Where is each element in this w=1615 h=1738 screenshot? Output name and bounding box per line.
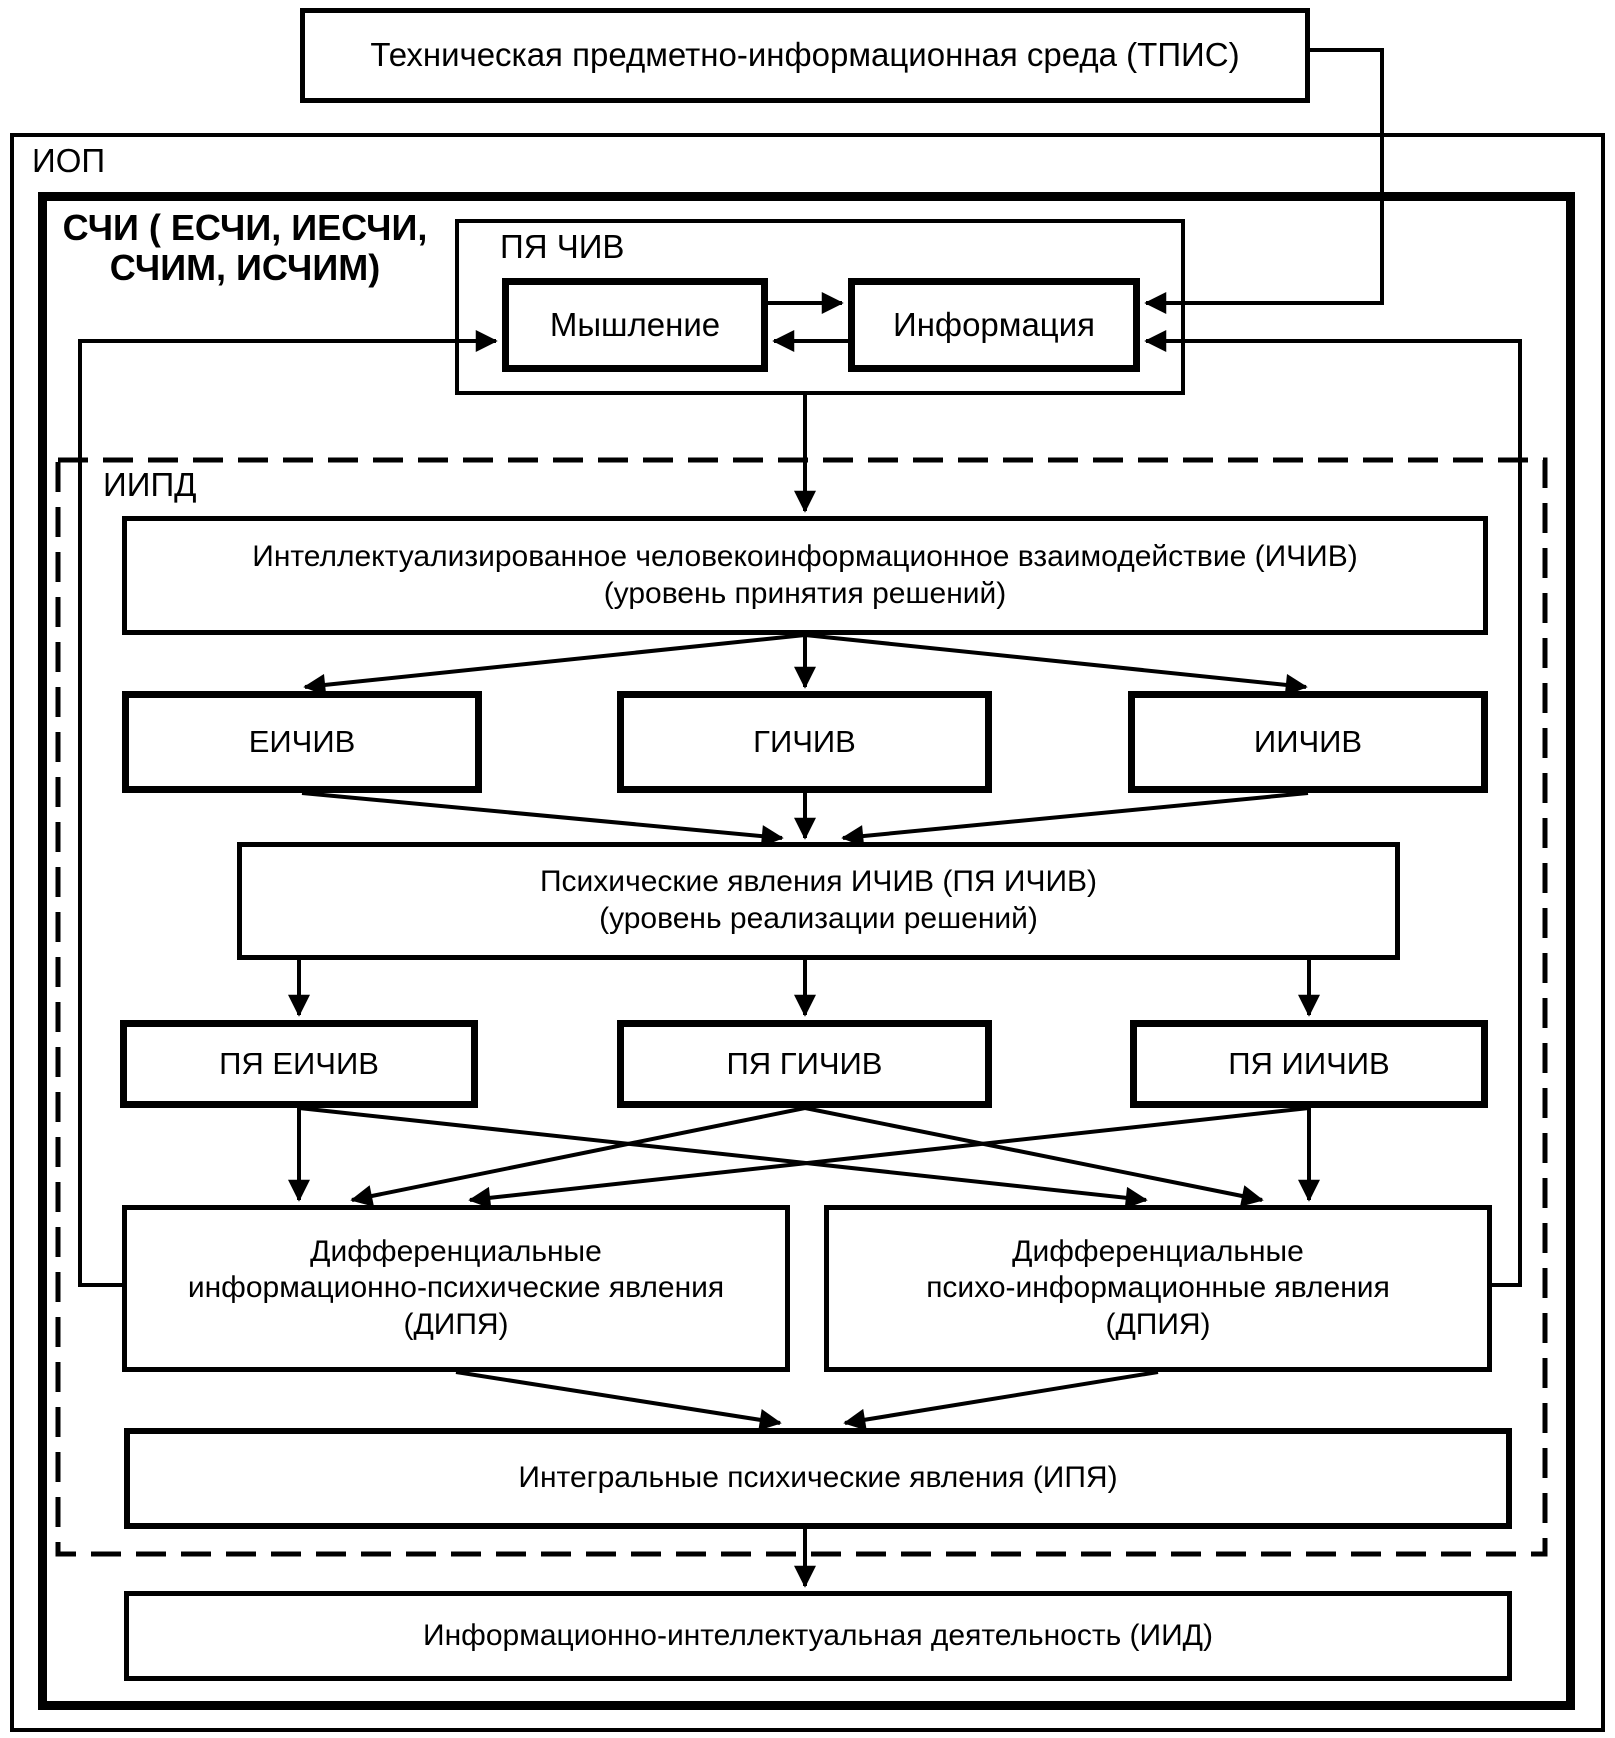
ipya-box: Интегральные психические явления (ИПЯ) bbox=[124, 1428, 1512, 1529]
dpiya-box: Дифференциальные психо-информационные яв… bbox=[824, 1205, 1492, 1372]
pya-gichiv-box: ПЯ ГИЧИВ bbox=[617, 1020, 992, 1108]
iid-box: Информационно-интеллектуальная деятельно… bbox=[124, 1591, 1512, 1681]
myshlenie-box: Мышление bbox=[502, 278, 768, 372]
dipya-label-line3: (ДИПЯ) bbox=[403, 1307, 509, 1341]
pya-iichiv-label: ПЯ ИИЧИВ bbox=[1228, 1046, 1390, 1082]
dpiya-label-line2: психо-информационные явления bbox=[926, 1271, 1390, 1305]
ipya-label: Интегральные психические явления (ИПЯ) bbox=[518, 1461, 1118, 1495]
eichiv-box: ЕИЧИВ bbox=[122, 691, 482, 793]
schi-label: СЧИ ( ЕСЧИ, ИЕСЧИ, СЧИМ, ИСЧИМ) bbox=[58, 207, 432, 289]
pya-chiv-frame bbox=[455, 219, 1185, 395]
myshlenie-label: Мышление bbox=[549, 305, 721, 343]
pya-eichiv-label: ПЯ ЕИЧИВ bbox=[219, 1046, 379, 1082]
ichiv-box: Интеллектуализированное человекоинформац… bbox=[122, 516, 1488, 635]
dpiya-label-line1: Дифференциальные bbox=[1012, 1234, 1304, 1268]
iichiv-box: ИИЧИВ bbox=[1128, 691, 1488, 793]
ichiv-label-line1: Интеллектуализированное человекоинформац… bbox=[252, 539, 1358, 573]
pya-ichiv-label-line2: (уровень реализации решений) bbox=[599, 902, 1038, 935]
informatsiya-box: Информация bbox=[848, 278, 1140, 372]
pya-chiv-label: ПЯ ЧИВ bbox=[500, 228, 625, 265]
tpis-box: Техническая предметно-информационная сре… bbox=[300, 8, 1310, 103]
schi-label-line2: СЧИМ, ИСЧИМ) bbox=[109, 247, 381, 289]
dipya-box: Дифференциальные информационно-психическ… bbox=[122, 1205, 790, 1372]
iipd-label: ИИПД bbox=[103, 466, 197, 503]
iop-frame bbox=[10, 133, 1605, 1732]
pya-ichiv-box: Психические явления ИЧИВ (ПЯ ИЧИВ) (уров… bbox=[237, 842, 1400, 960]
pya-eichiv-box: ПЯ ЕИЧИВ bbox=[120, 1020, 478, 1108]
informatsiya-label: Информация bbox=[892, 305, 1096, 343]
schi-label-line1: СЧИ ( ЕСЧИ, ИЕСЧИ, bbox=[62, 207, 428, 248]
dpiya-label-line3: (ДПИЯ) bbox=[1105, 1307, 1211, 1341]
iop-label: ИОП bbox=[32, 142, 106, 179]
gichiv-label: ГИЧИВ bbox=[753, 724, 856, 760]
ichiv-label-line2: (уровень принятия решений) bbox=[603, 576, 1007, 610]
schi-frame bbox=[38, 192, 1575, 1710]
pya-ichiv-label-line1: Психические явления ИЧИВ (ПЯ ИЧИВ) bbox=[539, 865, 1098, 899]
dipya-label-line1: Дифференциальные bbox=[310, 1234, 602, 1268]
gichiv-box: ГИЧИВ bbox=[617, 691, 992, 793]
iid-label: Информационно-интеллектуальная деятельно… bbox=[423, 1618, 1213, 1652]
pya-iichiv-box: ПЯ ИИЧИВ bbox=[1130, 1020, 1488, 1108]
eichiv-label: ЕИЧИВ bbox=[248, 724, 356, 760]
pya-gichiv-label: ПЯ ГИЧИВ bbox=[726, 1046, 883, 1082]
dipya-label-line2: информационно-психические явления bbox=[187, 1271, 725, 1305]
iichiv-label: ИИЧИВ bbox=[1253, 724, 1363, 760]
tpis-label: Техническая предметно-информационная сре… bbox=[370, 36, 1240, 74]
